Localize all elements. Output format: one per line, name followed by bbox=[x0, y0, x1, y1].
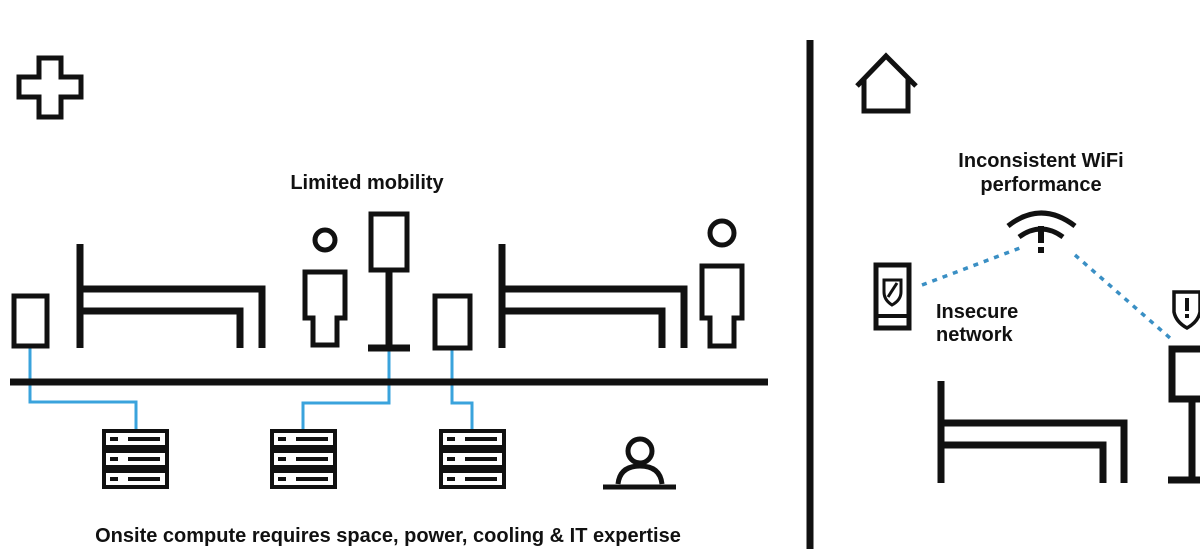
patient-icon bbox=[302, 227, 348, 348]
device-icon bbox=[432, 293, 473, 351]
network-cabling bbox=[28, 346, 474, 430]
server-rack-icon bbox=[270, 429, 337, 489]
tablet-shield-icon bbox=[873, 262, 912, 331]
medical-cross-icon bbox=[16, 55, 84, 120]
monitor-stand-icon bbox=[1168, 345, 1200, 484]
hospital-bed-icon bbox=[76, 244, 266, 348]
insecure-label-line1: Insecure bbox=[936, 301, 1018, 323]
bed-icon bbox=[937, 381, 1128, 483]
device-icon bbox=[11, 293, 50, 349]
home-icon bbox=[855, 52, 918, 114]
it-person-icon bbox=[603, 436, 676, 490]
wifi-warning-icon bbox=[1006, 210, 1077, 253]
wifi-label-line2: performance bbox=[980, 174, 1101, 196]
iv-stand-icon bbox=[368, 211, 410, 352]
limited-mobility-label: Limited mobility bbox=[290, 172, 444, 194]
shield-warning-icon bbox=[1172, 290, 1200, 330]
wifi-label-line1: Inconsistent WiFi bbox=[958, 150, 1123, 172]
server-rack-icon bbox=[439, 429, 506, 489]
bottom-caption: Onsite compute requires space, power, co… bbox=[95, 525, 681, 547]
hospital-bed-icon bbox=[498, 244, 688, 348]
patient-icon bbox=[699, 218, 745, 349]
server-rack-icon bbox=[102, 429, 169, 489]
insecure-label-line2: network bbox=[936, 324, 1014, 346]
